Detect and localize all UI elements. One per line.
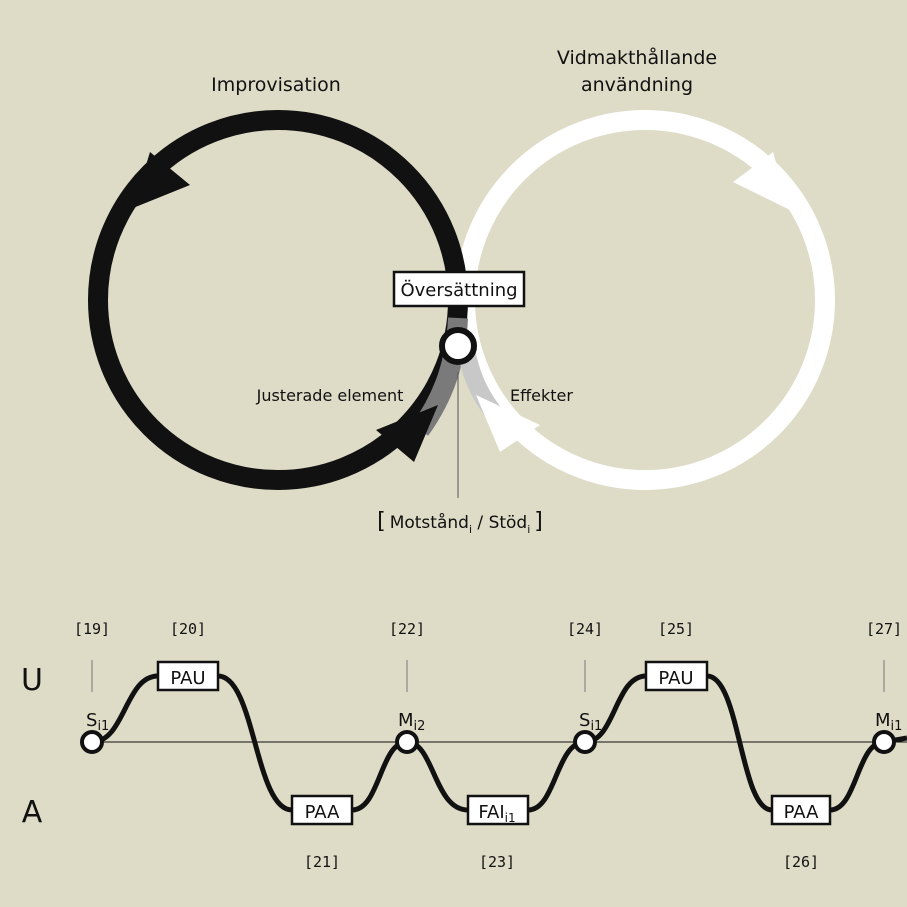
node-label-m1-sub: i1 bbox=[891, 719, 903, 734]
node-label-m2-sub: i2 bbox=[414, 719, 426, 734]
improvisation-label: Improvisation bbox=[211, 74, 341, 96]
state-box-pau-1-label: PAU bbox=[170, 668, 205, 689]
timeline-node-s1 bbox=[80, 730, 104, 754]
state-box-fai-sub: i1 bbox=[505, 811, 516, 825]
resistance-close: ] bbox=[534, 509, 543, 534]
translation-node bbox=[439, 327, 477, 365]
ref-20: [20] bbox=[170, 620, 206, 638]
node-label-m1: Mi1 bbox=[875, 710, 902, 734]
effects-label: Effekter bbox=[510, 386, 573, 405]
ref-26: [26] bbox=[783, 853, 819, 871]
resistance-sub: i bbox=[469, 523, 472, 536]
improvisation-arrow-top-icon bbox=[133, 152, 190, 208]
state-box-pau-1 bbox=[156, 660, 220, 692]
state-box-paa-1-label: PAA bbox=[305, 802, 341, 823]
resistance-sep: / bbox=[472, 513, 489, 533]
node-label-s1b-sub: i1 bbox=[590, 719, 602, 734]
node-label-s1: Si1 bbox=[86, 710, 109, 734]
node-label-m2: Mi2 bbox=[398, 710, 425, 734]
translation-box bbox=[392, 270, 526, 308]
node-label-m1-main: M bbox=[875, 710, 891, 731]
timeline-node-m1 bbox=[872, 730, 896, 754]
state-box-paa-2-label: PAA bbox=[784, 802, 820, 823]
resistance-word: Motstånd bbox=[390, 512, 469, 533]
ref-25: [25] bbox=[658, 620, 694, 638]
state-box-pau-2 bbox=[644, 660, 709, 692]
axis-upper-label: U bbox=[21, 663, 43, 698]
translation-label: Översättning bbox=[400, 279, 517, 301]
node-label-s1-main: S bbox=[86, 710, 97, 731]
adjusted-elements-label: Justerade element bbox=[256, 386, 404, 405]
ref-22: [22] bbox=[389, 620, 425, 638]
support-word: Stöd bbox=[489, 513, 528, 533]
ref-23: [23] bbox=[479, 853, 515, 871]
timeline-wave bbox=[91, 673, 907, 813]
improvisation-arrow-bottom-icon bbox=[376, 405, 438, 462]
node-label-m2-main: M bbox=[398, 710, 414, 731]
state-box-paa-1 bbox=[290, 794, 354, 826]
maintenance-label-line2: användning bbox=[581, 74, 693, 96]
support-sub: i bbox=[527, 523, 530, 536]
ref-24: [24] bbox=[567, 620, 603, 638]
timeline-node-s1b bbox=[573, 730, 597, 754]
resistance-open: [ bbox=[377, 509, 386, 534]
effects-arrow-icon bbox=[476, 395, 540, 452]
maintenance-arrow-top-icon bbox=[733, 152, 790, 210]
axis-lower-label: A bbox=[22, 795, 43, 830]
node-label-s1b-main: S bbox=[579, 710, 590, 731]
state-box-paa-2 bbox=[770, 794, 832, 826]
state-box-fai-text: FAI bbox=[478, 802, 504, 823]
node-label-s1b: Si1 bbox=[579, 710, 602, 734]
state-box-fai bbox=[466, 794, 530, 826]
maintenance-label-line1: Vidmakthållande bbox=[557, 46, 717, 69]
ref-19: [19] bbox=[74, 620, 110, 638]
resistance-label: [Motståndi / Stödi] bbox=[377, 509, 543, 536]
ref-21: [21] bbox=[304, 853, 340, 871]
state-box-fai-label: FAIi1 bbox=[478, 802, 515, 825]
timeline-node-m2 bbox=[395, 730, 419, 754]
ref-27: [27] bbox=[866, 620, 902, 638]
state-box-pau-2-label: PAU bbox=[658, 668, 693, 689]
node-label-s1-sub: i1 bbox=[97, 719, 109, 734]
